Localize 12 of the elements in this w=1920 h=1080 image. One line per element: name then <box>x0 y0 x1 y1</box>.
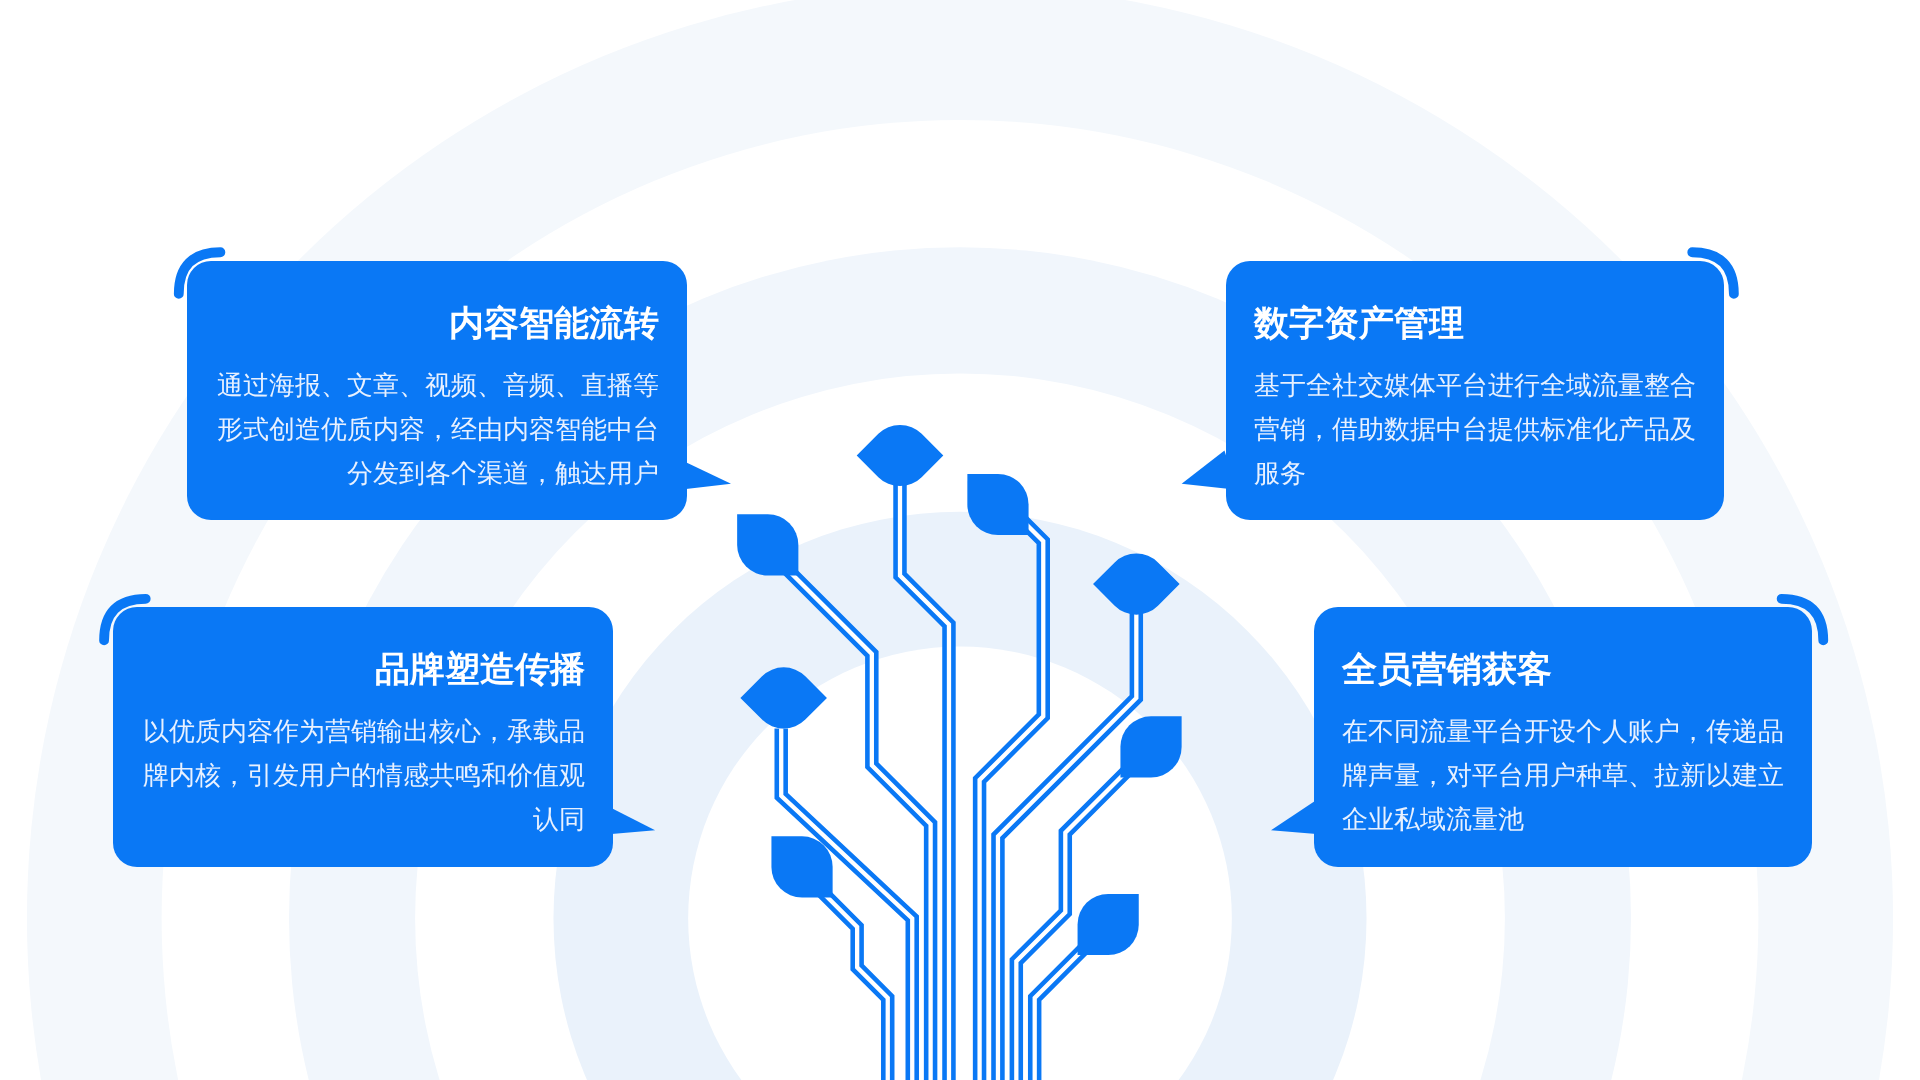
callout-box <box>113 607 613 867</box>
box-text: 基于全社交媒体平台进行全域流量整合营销，借助数据中台提供标准化产品及服务 <box>1254 369 1696 490</box>
callout-box <box>1314 607 1812 867</box>
box-text: 以优质内容作为营销输出核心，承载品牌内核，引发用户的情感共鸣和价值观认同 <box>142 715 585 836</box>
box-heading: 内容智能流转 <box>448 302 659 345</box>
box-text: 在不同流量平台开设个人账户，传递品牌声量，对平台用户种草、拉新以建立企业私域流量池 <box>1342 715 1784 836</box>
callout-box <box>1226 261 1724 520</box>
callout-box <box>187 261 687 520</box>
box-text: 通过海报、文章、视频、音频、直播等形式创造优质内容，经由内容智能中台分发到各个渠道，触达用户 <box>216 369 659 490</box>
box-heading: 全员营销获客 <box>1342 648 1553 691</box>
box-heading: 数字资产管理 <box>1254 302 1465 345</box>
box-heading: 品牌塑造传播 <box>374 648 585 691</box>
